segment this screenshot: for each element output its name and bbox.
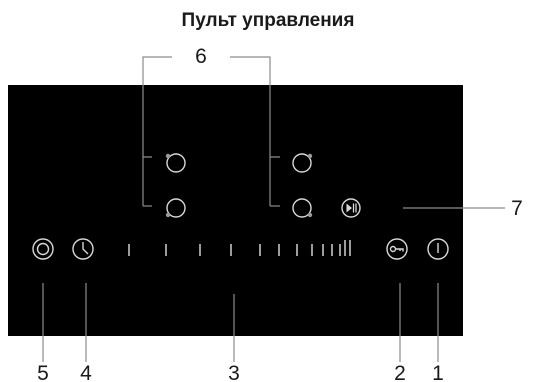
cooking-zone-rear-left-icon[interactable] bbox=[165, 198, 186, 218]
cooking-zone-front-left-icon[interactable] bbox=[165, 153, 186, 173]
zone-selector-bracket bbox=[142, 56, 280, 207]
cooking-zone-rear-right-icon[interactable] bbox=[292, 198, 313, 218]
power-icon[interactable] bbox=[427, 238, 449, 260]
key-lock-icon[interactable] bbox=[386, 238, 408, 260]
diagram-title: Пульт управления bbox=[182, 10, 355, 31]
power-level-slider[interactable] bbox=[128, 240, 351, 256]
cooking-zone-front-right-icon[interactable] bbox=[292, 153, 313, 173]
callout-2: 2 bbox=[394, 362, 406, 382]
play-pause-icon[interactable] bbox=[341, 198, 361, 218]
callout-4: 4 bbox=[80, 362, 92, 382]
callout-1: 1 bbox=[432, 362, 444, 382]
callout-6: 6 bbox=[195, 45, 207, 68]
callout-5: 5 bbox=[37, 362, 49, 382]
callout-3: 3 bbox=[228, 362, 240, 382]
clock-icon[interactable] bbox=[72, 238, 94, 260]
cooking-zone-icon[interactable] bbox=[32, 238, 54, 260]
callout-7: 7 bbox=[511, 197, 523, 220]
control-panel-surface bbox=[8, 85, 463, 336]
